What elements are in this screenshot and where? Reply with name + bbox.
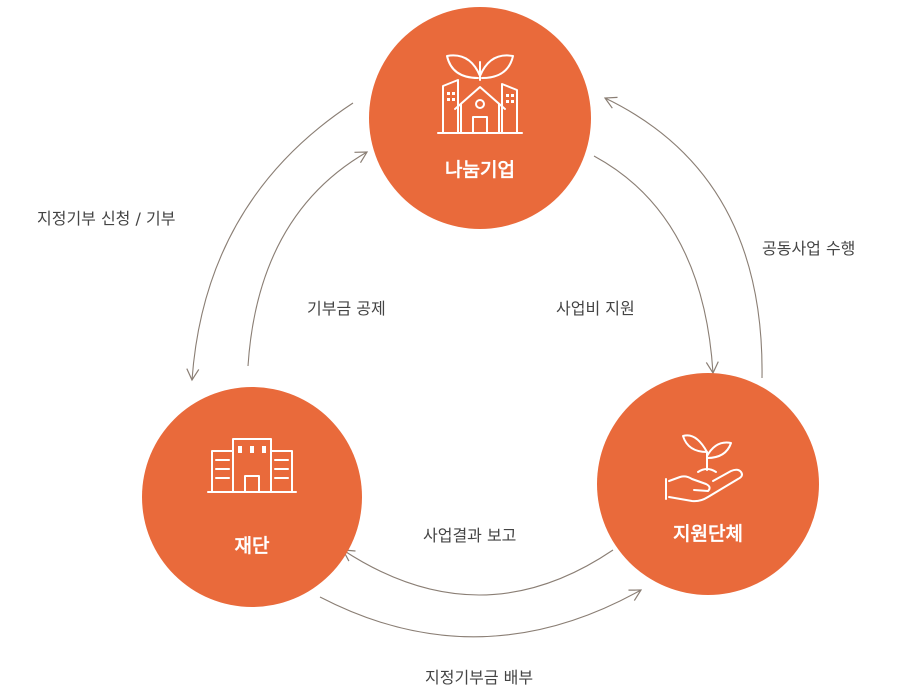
- node-organization-label: 지원단체: [673, 523, 743, 545]
- arrow-company-to-foundation: [186, 102, 354, 382]
- label-joint-project: 공동사업 수행: [762, 239, 855, 258]
- arrow-foundation-to-company: [247, 151, 369, 367]
- label-donation-deduction: 기부금 공제: [307, 299, 386, 318]
- label-designated-donation-distribution: 지정기부금 배부: [425, 668, 533, 687]
- house-with-sprout-icon: [437, 54, 523, 134]
- node-organization: 지원단체: [597, 373, 819, 595]
- arrow-foundation-to-organization: [319, 589, 643, 638]
- hand-with-sprout-icon: [665, 434, 743, 503]
- label-designated-donation-request: 지정기부 신청 / 기부: [37, 209, 175, 228]
- arrow-organization-to-foundation: [341, 549, 614, 596]
- arrow-organization-to-company: [603, 96, 763, 379]
- node-company: 나눔기업: [369, 7, 591, 229]
- label-project-report: 사업결과 보고: [423, 526, 516, 545]
- node-foundation-label: 재단: [235, 535, 270, 557]
- node-company-label: 나눔기업: [445, 159, 515, 181]
- arrow-company-to-organization: [593, 155, 719, 375]
- label-project-funding: 사업비 지원: [556, 299, 635, 318]
- building-icon: [207, 438, 297, 493]
- node-foundation: 재단: [142, 387, 362, 607]
